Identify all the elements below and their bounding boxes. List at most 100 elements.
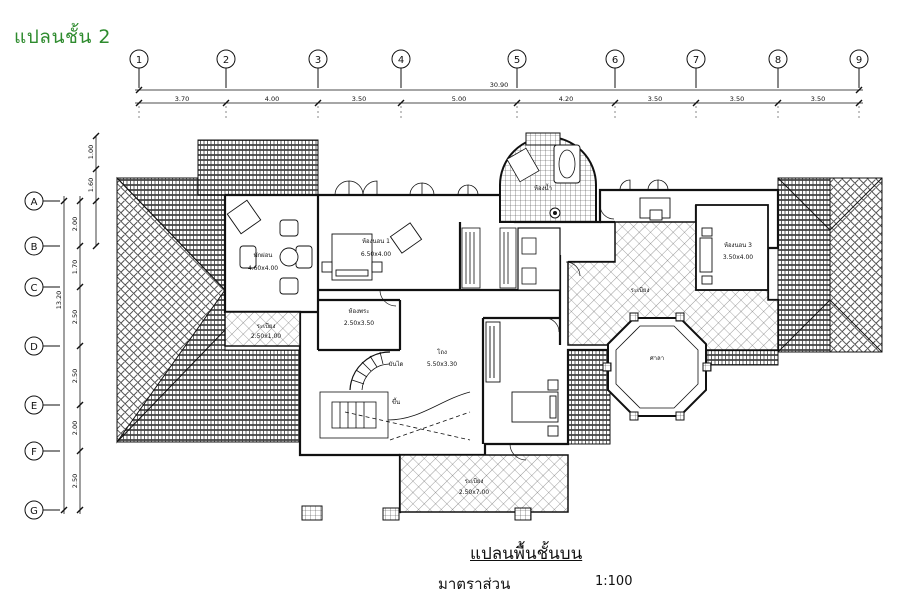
- row-grid: [24, 191, 60, 520]
- column-pier: [301, 505, 323, 521]
- grid-bubble-col-9: [849, 49, 869, 88]
- room-name-bedroom2: ห้องพระ: [349, 308, 370, 315]
- dim-col-6-7: 3.50: [648, 95, 662, 103]
- room-name-balcony-left: ระเบียง: [257, 322, 276, 330]
- room-name-hall: โถง: [437, 348, 447, 356]
- stair-up-label: ขึ้น: [392, 396, 400, 406]
- page-title: แปลนชั้น 2: [14, 26, 111, 48]
- nightstand-icon: [701, 275, 713, 285]
- grid-label-col-5: 5: [514, 55, 520, 66]
- nightstand-icon: [547, 379, 559, 391]
- grid-label-row-d: D: [30, 342, 38, 353]
- staircase: [319, 351, 471, 441]
- dim-col-4-5: 5.00: [452, 95, 466, 103]
- grid-label-row-c: C: [31, 283, 38, 294]
- room-name-family: พักผ่อน: [254, 252, 273, 259]
- bathtub-icon: [553, 144, 581, 184]
- grid-label-row-b: B: [31, 242, 38, 253]
- nightstand-icon: [321, 261, 333, 273]
- dim-row-c-d: 2.50: [71, 310, 79, 324]
- drawing-title: แปลนพื้นชั้นบน: [470, 544, 583, 564]
- room-size-balcony-bottom: 2.50x7.00: [459, 489, 489, 496]
- room-name-balcony-right: ระเบียง: [631, 286, 650, 294]
- room-size-bedroom2: 2.50x3.50: [344, 320, 374, 327]
- roof-bottom-middle: [567, 349, 779, 445]
- round-table-icon: [279, 247, 299, 267]
- balcony-bottom-floor: [399, 454, 569, 513]
- room-size-hall: 5.50x3.30: [427, 361, 457, 368]
- dim-row-d-e: 2.50: [71, 369, 79, 383]
- armchair-icon: [279, 219, 299, 237]
- grid-label-col-2: 2: [223, 55, 229, 66]
- grid-bubble-col-2: [216, 49, 236, 88]
- dim-col-2-3: 4.00: [265, 95, 279, 103]
- dim-total-height: 13.20: [55, 291, 63, 310]
- pavilion: [602, 312, 712, 421]
- grid-label-col-1: 1: [136, 55, 142, 66]
- room-size-family: 4.60x4.00: [248, 265, 278, 272]
- grid-bubble-col-7: [686, 49, 706, 88]
- armchair-icon: [239, 245, 257, 269]
- room-name-pavilion: ศาลา: [650, 355, 664, 362]
- dim-row-f-g: 2.50: [71, 474, 79, 488]
- vertical-dimensions: [60, 132, 100, 514]
- dim-col-5-6: 4.20: [559, 95, 573, 103]
- grid-label-col-3: 3: [315, 55, 321, 66]
- grid-bubble-row-a: [24, 191, 60, 211]
- grid-label-col-9: 9: [856, 55, 862, 66]
- horizontal-dimensions: [135, 86, 863, 120]
- room-size-balcony-left: 2.50x1.00: [251, 333, 281, 340]
- roof-right: [777, 177, 883, 353]
- grid-bubble-row-b: [24, 236, 60, 256]
- grid-bubble-col-1: [129, 49, 149, 88]
- column-pier: [514, 507, 532, 521]
- round-bathroom: [499, 132, 597, 223]
- room-name-bathroom: ห้องน้ำ: [534, 182, 552, 192]
- grid-bubble-row-d: [24, 336, 60, 356]
- roof-top-left: [197, 139, 319, 196]
- bedroom3-furniture: [639, 197, 713, 285]
- room-name-bedroom3: ห้องนอน 3: [724, 242, 752, 249]
- dim-col-3-4: 3.50: [352, 95, 366, 103]
- nightstand-icon: [371, 261, 383, 273]
- dim-col-1-2: 3.70: [175, 95, 189, 103]
- roof-left: [116, 176, 301, 444]
- dim-total-width: 30.90: [490, 81, 509, 89]
- scale-label: มาตราส่วน: [438, 575, 511, 593]
- room-size-bedroom3: 3.50x4.00: [723, 254, 753, 261]
- bedroom-middle-furniture: [485, 321, 559, 437]
- room-size-bedroom1: 6.50x4.00: [361, 251, 391, 258]
- column-grid: [129, 49, 869, 88]
- grid-label-col-4: 4: [398, 55, 404, 66]
- grid-bubble-col-3: [308, 49, 328, 88]
- grid-bubble-row-e: [24, 395, 60, 415]
- dim-row-e-f: 2.00: [71, 421, 79, 435]
- nightstand-icon: [547, 425, 559, 437]
- grid-bubble-row-f: [24, 441, 60, 461]
- stair-label: บันได: [389, 360, 404, 368]
- dim-top-1: 1.00: [87, 145, 95, 159]
- grid-label-row-e: E: [31, 401, 37, 412]
- armchair-icon: [279, 277, 299, 295]
- scale-value: 1:100: [595, 574, 633, 589]
- grid-bubble-row-g: [24, 500, 60, 520]
- dim-col-8-9: 3.50: [811, 95, 825, 103]
- grid-bubble-col-5: [507, 49, 527, 88]
- grid-label-col-6: 6: [612, 55, 618, 66]
- nightstand-icon: [701, 227, 713, 237]
- door-swings: [379, 204, 615, 461]
- grid-bubble-col-6: [605, 49, 625, 88]
- grid-label-row-f: F: [31, 447, 37, 458]
- dim-row-b-c: 1.70: [71, 260, 79, 274]
- grid-bubble-row-c: [24, 277, 60, 297]
- room-name-bedroom1: ห้องนอน 1: [362, 238, 390, 245]
- grid-bubble-col-8: [768, 49, 788, 88]
- column-pier: [382, 507, 400, 521]
- balcony-left-floor: [224, 311, 301, 347]
- grid-label-col-8: 8: [775, 55, 781, 66]
- armchair-icon: [226, 199, 262, 235]
- grid-bubble-col-4: [391, 49, 411, 88]
- armchair-icon: [389, 222, 423, 254]
- top-doors: [334, 179, 669, 196]
- room-name-balcony-bottom: ระเบียง: [465, 477, 484, 485]
